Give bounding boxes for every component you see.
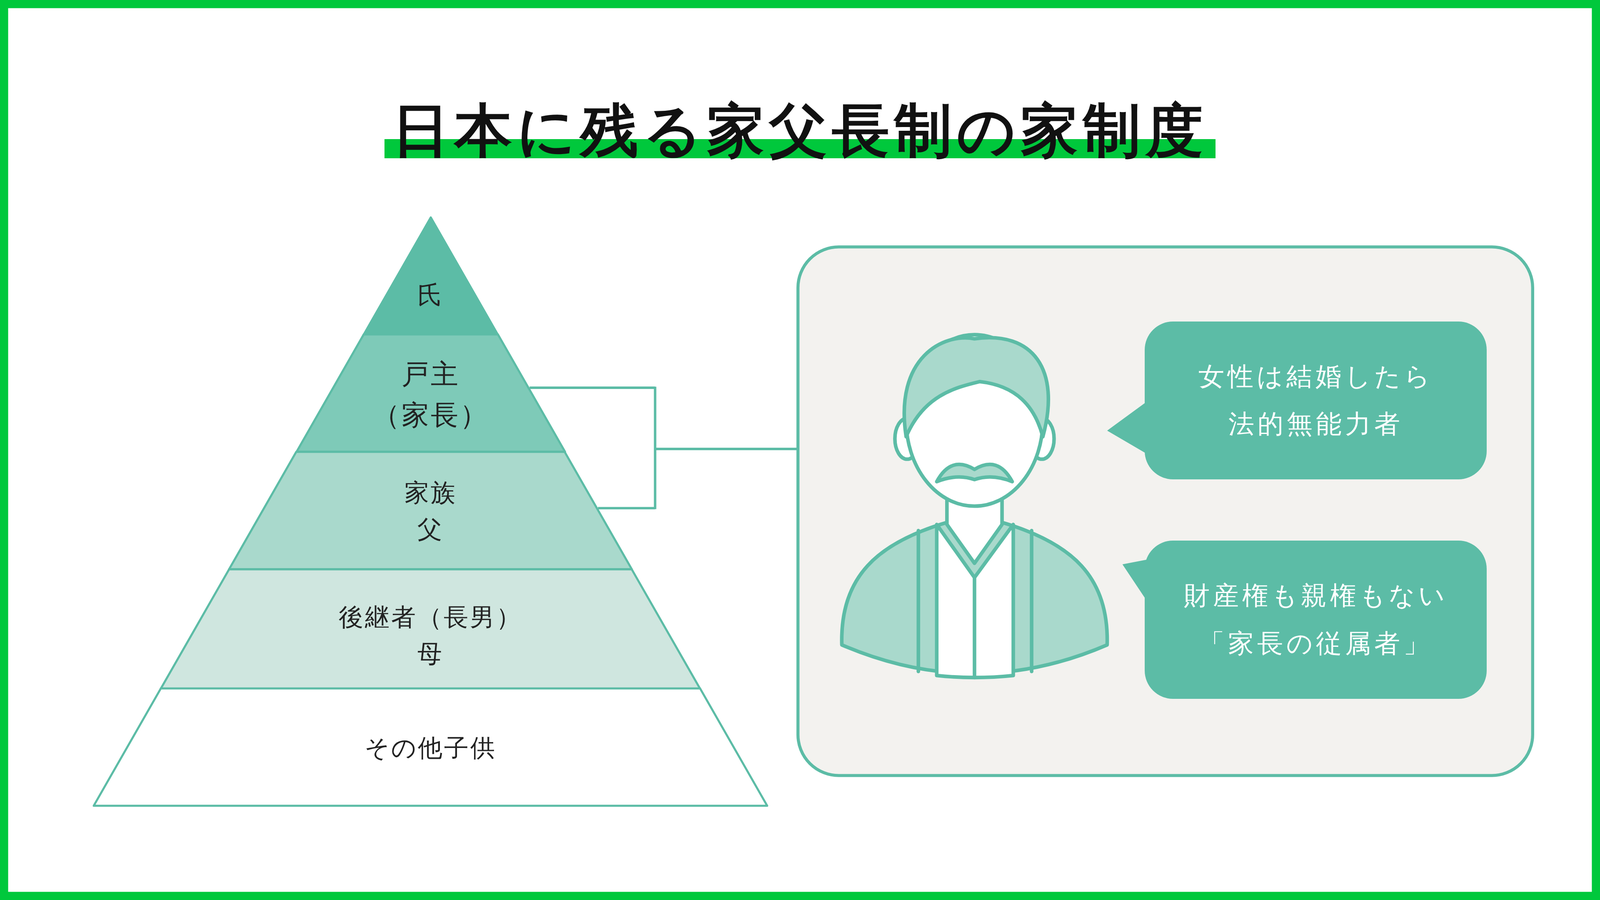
band-label: 氏 (363, 276, 498, 314)
man-shirt-line (972, 577, 977, 678)
band-label: その他子供 (93, 729, 768, 767)
band-text-group: その他子供 (93, 729, 768, 767)
speech-bubble: 財産権も親権もない 「家長の従属者」 (1144, 540, 1487, 699)
bubble-text: 女性は結婚したら 法的無能力者 (1190, 352, 1441, 449)
band-outline (93, 688, 768, 807)
bubble-tail (1107, 399, 1149, 455)
man-suspender (916, 530, 921, 672)
band-label: 戸主 （家長） (367, 354, 495, 436)
pyramid-band: その他子供 (93, 688, 768, 807)
band-text-group: 戸主 （家長） (296, 354, 565, 436)
bracket-line (529, 386, 655, 390)
man-suspender (1029, 530, 1034, 672)
pyramid-band: 家族父 (229, 451, 632, 570)
band-text-group: 家族父 (229, 474, 632, 548)
page-frame (4, 4, 1596, 897)
man-mustache (936, 464, 1013, 482)
pyramid-band: 氏 (363, 217, 498, 335)
band-outline (160, 569, 701, 689)
pyramid-band: 戸主 （家長） (296, 334, 565, 452)
band-label: 後継者（長男） (160, 599, 701, 636)
man-illustration (841, 334, 1108, 678)
title-block: 日本に残る家父長制の家制度 (0, 97, 1600, 164)
band-outline (229, 451, 632, 570)
bubble-text: 財産権も親権もない 「家長の従属者」 (1172, 571, 1460, 668)
pyramid-band: 後継者（長男）母 (160, 569, 701, 689)
band-shape (363, 217, 498, 335)
band-shape (229, 451, 632, 570)
man-hair (904, 337, 1049, 437)
bracket-line (597, 506, 655, 510)
bracket-line (655, 447, 799, 451)
band-outline (363, 217, 498, 335)
speech-bubble: 女性は結婚したら 法的無能力者 (1144, 321, 1487, 480)
panel (798, 247, 1533, 776)
band-label: 母 (160, 635, 701, 673)
band-text-group: 後継者（長男）母 (160, 599, 701, 673)
band-label: 父 (229, 511, 632, 548)
title: 日本に残る家父長制の家制度 (384, 97, 1216, 164)
band-shape (296, 334, 565, 452)
band-text-group: 氏 (363, 276, 498, 314)
band-outline (296, 334, 565, 452)
band-label: 家族 (229, 474, 632, 512)
